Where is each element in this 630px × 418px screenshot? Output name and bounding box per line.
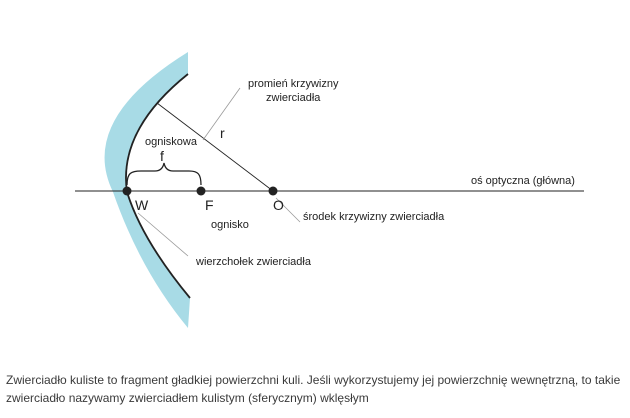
concave-mirror-diagram: promień krzywizny zwierciadła r ogniskow…	[75, 52, 584, 328]
center-point	[268, 186, 278, 196]
center-letter: O	[273, 197, 284, 213]
figure-caption: Zwierciadło kuliste to fragment gładkiej…	[6, 371, 624, 407]
radius-label-line2: zwierciadła	[266, 92, 321, 104]
focus-point	[196, 186, 206, 196]
radius-label-line1: promień krzywizny	[248, 78, 339, 90]
caption-line-1: Zwierciadło kuliste to fragment gładkiej…	[6, 373, 621, 387]
radius-line	[156, 102, 274, 192]
center-leader	[275, 197, 301, 223]
vertex-label: wierzchołek zwierciadła	[195, 256, 312, 268]
focal-length-word: ogniskowa	[145, 136, 198, 148]
vertex-letter: W	[135, 197, 149, 213]
vertex-point	[122, 186, 132, 196]
focal-length-symbol: f	[160, 148, 164, 164]
radius-leader	[202, 87, 241, 141]
axis-label: oś optyczna (główna)	[471, 175, 575, 187]
radius-symbol: r	[220, 125, 225, 141]
center-label: środek krzywizny zwierciadła	[303, 211, 445, 223]
vertex-leader	[137, 212, 189, 257]
focus-word: ognisko	[211, 219, 249, 231]
caption-line-2: zwierciadło nazywamy zwierciadłem kulist…	[6, 391, 369, 405]
mirror-band	[104, 52, 190, 328]
focus-letter: F	[205, 197, 214, 213]
focal-brace	[126, 162, 202, 186]
